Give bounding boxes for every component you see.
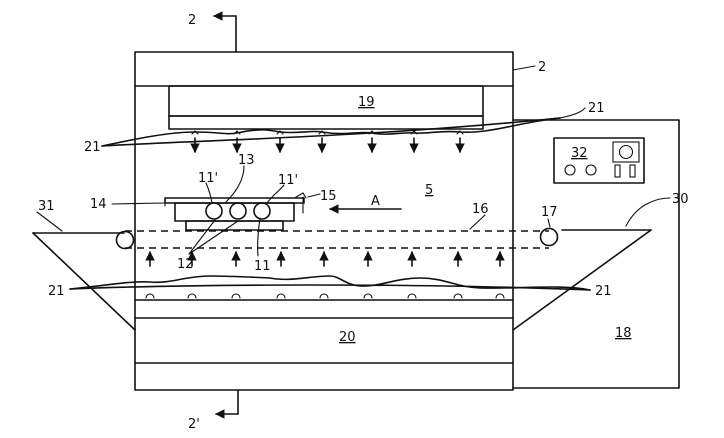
section-label-bottom: 2' [188, 417, 200, 432]
lower-nozzle-label-right: 21 [595, 284, 612, 299]
guide-label: 15 [320, 189, 337, 204]
infeed-label: 31 [38, 199, 55, 214]
upper-nozzle-manifold: 21 21 [84, 101, 605, 155]
outfeed-label: 30 [672, 192, 689, 207]
tray-label: 14 [90, 197, 107, 212]
carrier-assembly: 14 13 11' 11' 15 12 11 [90, 153, 337, 274]
housing-label: 2 [538, 60, 546, 75]
lower-nozzle-label-left: 21 [48, 284, 65, 299]
chamber-label: 5 [425, 183, 433, 198]
roller-label: 17 [541, 205, 558, 220]
upper-nozzle-label-left: 21 [84, 140, 101, 155]
part-b-label: 11' [278, 173, 298, 188]
lower-nozzle-manifold: 21 21 [48, 252, 612, 299]
upper-heater: 19 [169, 86, 483, 129]
section-label-top: 2 [188, 13, 196, 28]
left-roller [117, 232, 134, 249]
direction-arrow: A [330, 194, 401, 209]
infeed-chute: 31 [33, 199, 135, 330]
control-cabinet: 18 [513, 120, 679, 388]
control-panel: 32 [554, 138, 644, 183]
section-marker-bottom: 2' [188, 390, 238, 432]
upper-heater-label: 19 [358, 95, 375, 110]
parts-label: 12 [177, 257, 194, 272]
part-c-label: 11 [254, 259, 271, 274]
lower-heater-label: 20 [339, 330, 356, 345]
control-cabinet-label: 18 [615, 326, 632, 341]
direction-label: A [371, 194, 380, 209]
section-marker-top: 2 [188, 13, 236, 52]
carrier-label: 13 [238, 153, 255, 168]
part-a-label: 11' [198, 171, 218, 186]
control-panel-label: 32 [571, 146, 588, 161]
outfeed-chute: 30 [513, 192, 689, 330]
lower-nozzles [146, 252, 504, 298]
upper-nozzle-label-right: 21 [588, 101, 605, 116]
belt-label: 16 [472, 202, 489, 217]
lower-heater: 20 [135, 300, 513, 345]
